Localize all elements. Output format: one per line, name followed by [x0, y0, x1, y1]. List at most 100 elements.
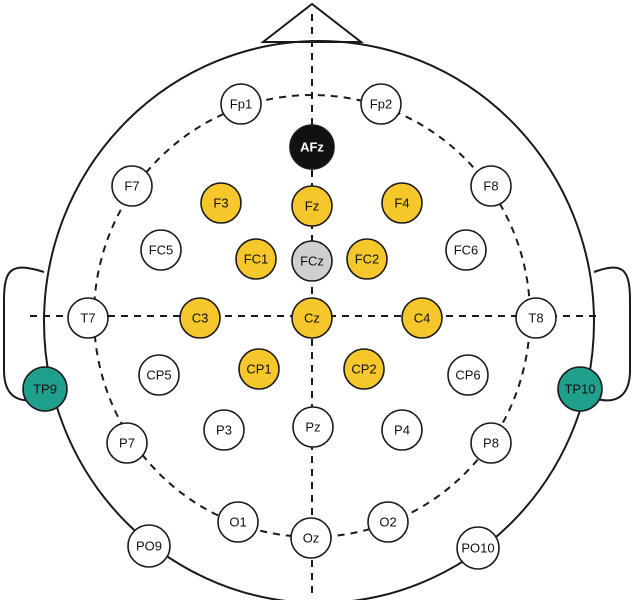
electrode-cp2-label: CP2: [351, 362, 376, 377]
electrode-cp1-marker: [238, 348, 280, 390]
electrode-fc2-marker: [346, 238, 388, 280]
electrode-fp1-label: Fp1: [230, 97, 252, 112]
electrode-t7-marker: [67, 297, 109, 339]
electrode-fcz: FCz: [291, 240, 333, 282]
electrode-fc5-label: FC5: [149, 243, 174, 258]
electrode-f8-label: F8: [483, 179, 498, 194]
electrode-f4-marker: [381, 182, 423, 224]
electrode-p7-marker: [106, 422, 148, 464]
electrode-afz-label: AFz: [300, 140, 324, 155]
electrode-fc1-marker: [235, 238, 277, 280]
electrode-o2-marker: [367, 501, 409, 543]
electrode-p4-marker: [381, 409, 423, 451]
electrode-f4-label: F4: [394, 196, 409, 211]
electrode-p3-marker: [203, 409, 245, 451]
electrode-c4-marker: [401, 297, 443, 339]
electrode-c4-label: C4: [414, 311, 431, 326]
electrode-f3: F3: [200, 182, 242, 224]
electrode-fc6-marker: [445, 229, 487, 271]
electrode-p8-marker: [470, 422, 512, 464]
electrode-p3: P3: [203, 409, 245, 451]
electrode-tp10: TP10: [557, 366, 603, 412]
electrode-oz-marker: [290, 517, 332, 559]
electrode-p7-label: P7: [119, 436, 135, 451]
electrode-o1-marker: [217, 501, 259, 543]
electrode-fcz-marker: [291, 240, 333, 282]
electrode-t8-marker: [515, 297, 557, 339]
electrode-t7-label: T7: [80, 311, 95, 326]
electrode-pz-label: Pz: [305, 420, 320, 435]
electrode-po9: PO9: [127, 524, 171, 568]
head-outline: [43, 40, 595, 600]
electrode-cp6-label: CP6: [455, 368, 480, 383]
electrode-afz: AFz: [289, 124, 335, 170]
electrode-cp6-marker: [447, 354, 489, 396]
electrode-oz-label: Oz: [303, 531, 320, 546]
electrode-f7-marker: [111, 165, 153, 207]
electrode-cp5: CP5: [138, 354, 180, 396]
electrode-c3: C3: [179, 297, 221, 339]
electrode-fp2-marker: [360, 83, 402, 125]
electrode-p3-label: P3: [216, 423, 232, 438]
electrode-f4: F4: [381, 182, 423, 224]
electrode-fc1-label: FC1: [244, 252, 269, 267]
electrode-f8-marker: [470, 165, 512, 207]
electrode-afz-marker: [289, 124, 335, 170]
left-ear-outline: [3, 266, 45, 402]
electrode-fp1: Fp1: [220, 83, 262, 125]
electrode-tp10-marker: [557, 366, 603, 412]
electrode-o1: O1: [217, 501, 259, 543]
electrode-c4: C4: [401, 297, 443, 339]
electrode-p4: P4: [381, 409, 423, 451]
electrode-fc5: FC5: [140, 229, 182, 271]
electrode-fc5-marker: [140, 229, 182, 271]
electrode-cp2-marker: [343, 348, 385, 390]
nose-outline: [260, 2, 364, 43]
electrode-tp9: TP9: [22, 366, 68, 412]
electrode-cp1: CP1: [238, 348, 280, 390]
electrode-fc1: FC1: [235, 238, 277, 280]
right-ear-outline: [593, 266, 631, 402]
electrode-cz: Cz: [291, 297, 333, 339]
electrode-p8-label: P8: [483, 436, 499, 451]
electrode-f3-label: F3: [213, 196, 228, 211]
electrode-fp1-marker: [220, 83, 262, 125]
electrode-c3-label: C3: [192, 311, 209, 326]
electrode-fz-label: Fz: [305, 199, 319, 214]
electrode-fc2: FC2: [346, 238, 388, 280]
electrode-f3-marker: [200, 182, 242, 224]
electrode-fp2-label: Fp2: [370, 97, 392, 112]
electrode-o2: O2: [367, 501, 409, 543]
electrode-f7-label: F7: [124, 179, 139, 194]
electrode-f7: F7: [111, 165, 153, 207]
electrode-fp2: Fp2: [360, 83, 402, 125]
electrode-fc6-label: FC6: [454, 243, 479, 258]
electrode-o2-label: O2: [379, 515, 396, 530]
electrode-fcz-label: FCz: [300, 254, 324, 269]
electrode-po10: PO10: [456, 526, 500, 570]
electrode-c3-marker: [179, 297, 221, 339]
electrode-po9-label: PO9: [136, 539, 162, 554]
electrode-fc2-label: FC2: [355, 252, 380, 267]
electrode-cp2: CP2: [343, 348, 385, 390]
electrode-po9-marker: [127, 524, 171, 568]
electrode-oz: Oz: [290, 517, 332, 559]
electrode-f8: F8: [470, 165, 512, 207]
electrode-t8: T8: [515, 297, 557, 339]
electrode-cp6: CP6: [447, 354, 489, 396]
electrode-tp10-label: TP10: [564, 382, 595, 397]
electrode-cz-marker: [291, 297, 333, 339]
electrode-cp5-label: CP5: [146, 368, 171, 383]
electrode-cz-label: Cz: [304, 311, 320, 326]
electrode-po10-marker: [456, 526, 500, 570]
electrode-cp1-label: CP1: [246, 362, 271, 377]
electrode-fz: Fz: [291, 185, 333, 227]
electrode-pz-marker: [292, 406, 334, 448]
electrode-p8: P8: [470, 422, 512, 464]
electrode-p4-label: P4: [394, 423, 410, 438]
electrode-po10-label: PO10: [461, 541, 494, 556]
electrode-cp5-marker: [138, 354, 180, 396]
electrode-fc6: FC6: [445, 229, 487, 271]
